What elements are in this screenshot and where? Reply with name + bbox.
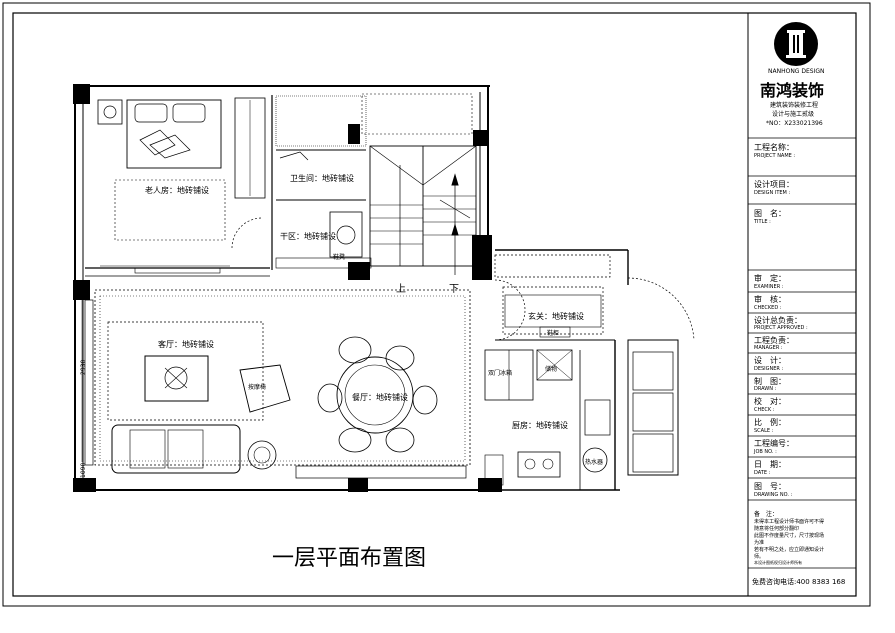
field-job-no-label: 工程编号： [754, 439, 794, 448]
note-line: 为准 [754, 540, 765, 546]
field-design-item-en: DESIGN ITEM : [754, 190, 791, 196]
field-manager-label: 工程负责： [754, 336, 794, 345]
dimension-2930: 2930 [80, 359, 87, 375]
title-block-grid [748, 137, 856, 569]
stair-down-label: 下 [449, 284, 459, 295]
brand-cn-name: 南鸿装饰 [760, 81, 825, 100]
field-title-en: TITLE : [754, 219, 771, 225]
field-designer-label: 设 计： [754, 356, 786, 365]
field-date-label: 日 期： [754, 460, 786, 469]
field-scale-label: 比 例： [754, 418, 786, 427]
fridge-label: 双门冰箱 [488, 370, 513, 377]
cert-number: *NO：X233021396 [766, 120, 823, 127]
field-designer-en: DESIGNER : [754, 366, 784, 372]
field-drawing-no-en: DRAWING NO. : [754, 492, 793, 498]
field-manager-en: MANAGER : [754, 345, 783, 351]
stair-up-label: 上 [396, 284, 406, 295]
field-design-item-label: 设计项目： [754, 180, 794, 189]
hotline: 免费咨询电话:400 8383 168 [752, 578, 846, 586]
note-line: 未得本工程设计师书面许可不得 [754, 519, 825, 525]
water-heater-label: 热水器 [585, 459, 604, 466]
field-examiner-label: 审 定： [754, 274, 786, 283]
field-project-name-en: PROJECT NAME : [754, 153, 796, 159]
outer-frame [2, 2, 871, 607]
room-label-living: 客厅：地砖铺设 [158, 340, 214, 349]
notes-title: 备 注： [754, 511, 779, 518]
dimension-1090: 1090 [80, 462, 87, 478]
field-title-label: 图 名： [754, 209, 786, 218]
field-drawing-no-label: 图 号： [754, 482, 786, 491]
brand-tagline-1: 建筑装饰装修工程 [770, 102, 819, 109]
room-label-entrance: 玄关：地砖铺设 [528, 312, 584, 321]
field-check-label: 校 对： [754, 397, 786, 406]
room-label-elderly: 老人房：地砖铺设 [145, 186, 209, 195]
field-approved-label: 设计总负责： [754, 316, 802, 325]
note-line: 此图不作度量尺寸，尺寸按现场 [754, 533, 825, 539]
field-scale-en: SCALE : [754, 428, 774, 434]
field-approved-en: PROJECT APPROVED : [754, 325, 808, 331]
shoe-bench-label: 鞋凳 [333, 254, 346, 261]
entry-cabinet-label: 鞋柜 [547, 330, 560, 337]
field-project-name-label: 工程名称： [754, 143, 794, 152]
drawing-title: 一层平面布置图 [272, 546, 427, 571]
storage-label: 储物 [545, 366, 558, 373]
note-line: 师。 [754, 554, 765, 560]
note-line: 本设计图纸权归设计师所有 [754, 560, 802, 565]
brand-tagline-2: 设计与施工贰级 [772, 111, 815, 118]
field-checked-label: 审 核： [754, 295, 786, 304]
field-checked-en: CHECKED : [754, 305, 782, 311]
floor-plan [73, 84, 695, 492]
chair-label: 按摩椅 [248, 384, 267, 391]
inner-frame [12, 12, 857, 597]
field-drawn-en: DRAWN : [754, 386, 777, 392]
brand-en-name: NANHONG DESIGN [768, 68, 825, 75]
field-job-no-en: JOB NO. : [754, 449, 777, 455]
room-label-dining: 餐厅：地砖铺设 [352, 393, 408, 402]
room-label-bathroom: 卫生间：地砖铺设 [290, 174, 354, 183]
note-line: 若有不明之处，应立即通知设计 [754, 547, 825, 553]
field-examiner-en: EXAMINER : [754, 284, 784, 290]
brand-logo [774, 22, 818, 66]
field-drawn-label: 制 图： [754, 377, 786, 386]
note-line: 随意将任何部分翻印 [754, 526, 800, 532]
room-label-dry-area: 干区：地砖铺设 [280, 232, 336, 241]
field-date-en: DATE : [754, 470, 771, 476]
field-check-en: CHECK : [754, 407, 775, 413]
room-label-kitchen: 厨房：地砖铺设 [512, 421, 568, 430]
